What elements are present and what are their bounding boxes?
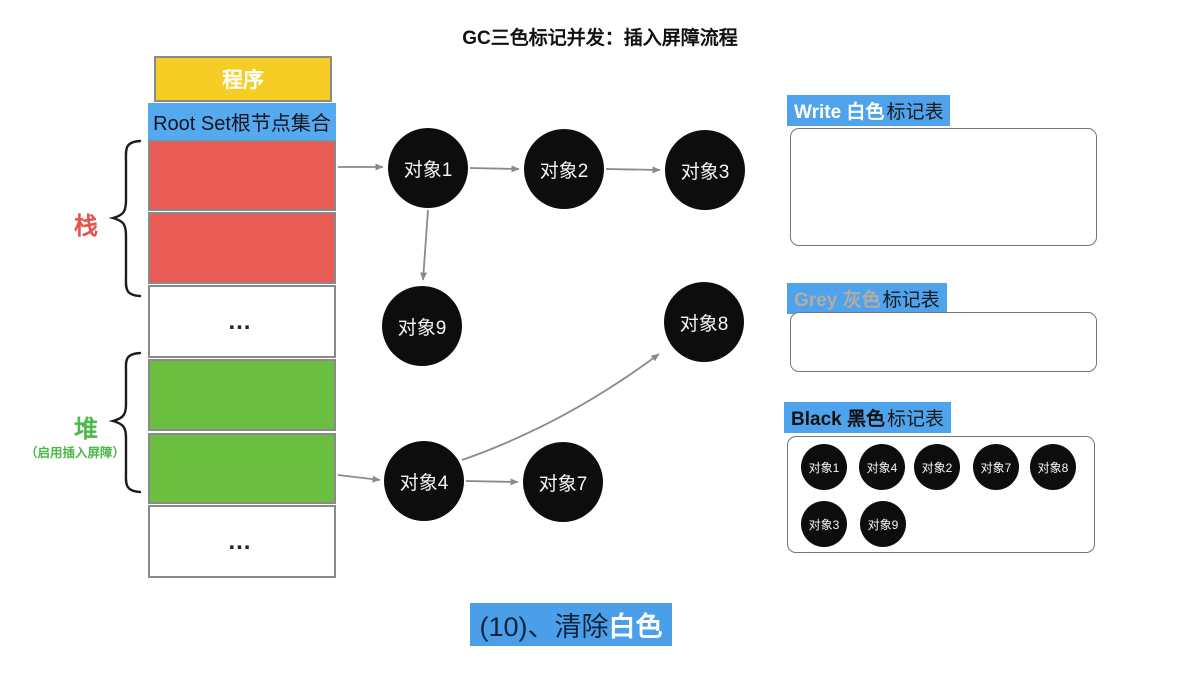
step-caption: (10)、清除白色 [470, 603, 672, 646]
stack-slot-2 [148, 212, 336, 284]
graph-node-obj2: 对象2 [524, 129, 604, 209]
grey-table-box [790, 312, 1097, 372]
arrow-obj1-to-obj2 [469, 165, 520, 173]
graph-node-obj9: 对象9 [382, 286, 462, 366]
black-table-item-obj2: 对象2 [914, 444, 960, 490]
black-table-item-obj4: 对象4 [859, 444, 905, 490]
memory-ellipsis-1: … [148, 285, 336, 358]
root-set-box: Root Set根节点集合 [148, 103, 336, 140]
black-table-item-obj9: 对象9 [860, 501, 906, 547]
heap-slot-2 [148, 433, 336, 504]
stack-brace [108, 139, 142, 298]
graph-node-obj3: 对象3 [665, 130, 745, 210]
stack-slot-1 [148, 140, 336, 211]
black-table-item-obj1: 对象1 [801, 444, 847, 490]
black-table-item-obj7: 对象7 [973, 444, 1019, 490]
graph-node-obj7: 对象7 [523, 442, 603, 522]
grey-table-title-rest: 标记表 [882, 290, 940, 311]
heap-slot-1 [148, 359, 336, 431]
step-caption-highlight: 白色 [608, 612, 663, 642]
white-table-title-rest: 标记表 [886, 102, 944, 123]
black-table-item-obj8: 对象8 [1030, 444, 1076, 490]
graph-node-obj8: 对象8 [664, 282, 744, 362]
memory-ellipsis-2: … [148, 505, 336, 578]
grey-table-title-highlight: Grey 灰色 [794, 290, 881, 311]
stack-label: 栈 [74, 213, 98, 240]
black-table-title-highlight: Black 黑色 [791, 409, 885, 430]
diagram-title: GC三色标记并发：插入屏障流程 [462, 28, 738, 49]
program-box: 程序 [154, 56, 332, 102]
grey-table-header: Grey 灰色标记表 [787, 283, 947, 314]
graph-node-obj1: 对象1 [388, 128, 468, 208]
black-table-title-rest: 标记表 [886, 409, 944, 430]
arrow-obj1-to-obj9 [420, 209, 429, 281]
heap-brace [108, 351, 142, 494]
step-caption-prefix: (10)、清除 [479, 612, 609, 642]
black-table-header: Black 黑色标记表 [784, 402, 951, 433]
arrow-obj2-to-obj3 [605, 166, 661, 174]
white-table-header: Write 白色标记表 [787, 95, 951, 126]
arrow-heap-to-obj4 [337, 474, 381, 483]
heap-sublabel: （启用插入屏障） [24, 446, 125, 460]
white-table-title-highlight: Write 白色 [794, 102, 885, 123]
black-table-item-obj3: 对象3 [801, 501, 847, 547]
heap-label: 堆 [74, 416, 98, 443]
arrow-obj4-to-obj7 [465, 478, 519, 486]
graph-node-obj4: 对象4 [384, 441, 464, 521]
white-table-box [790, 128, 1097, 246]
